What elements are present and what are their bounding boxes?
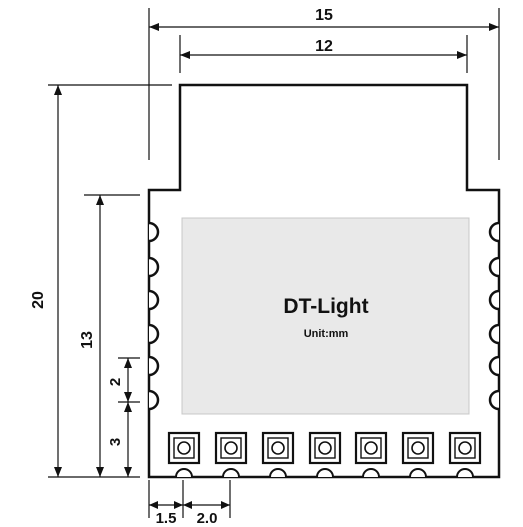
dim-inner-width-label: 12 [315, 38, 333, 55]
dim-inner-width [179, 35, 468, 73]
left-castellation [148, 289, 160, 311]
bottom-pad [214, 431, 248, 478]
left-castellation [148, 389, 160, 411]
dim-pitch-small [118, 357, 140, 477]
left-castellation [148, 256, 160, 278]
right-castellation [488, 289, 500, 311]
left-castellation [148, 323, 160, 345]
bottom-pad [401, 431, 435, 478]
bottom-pad [448, 431, 482, 478]
bottom-pad [167, 431, 201, 478]
bottom-pad [354, 431, 388, 478]
right-castellation [488, 221, 500, 243]
left-castellation [148, 221, 160, 243]
dim-label-height [84, 194, 140, 477]
dim-overall-height-label: 20 [30, 291, 47, 309]
bottom-pads [167, 431, 482, 478]
right-castellation [488, 389, 500, 411]
dim-overall-width-label: 15 [315, 7, 333, 24]
left-castellations [148, 221, 160, 411]
unit-label: Unit:mm [304, 328, 349, 340]
bottom-pad [261, 431, 295, 478]
right-castellation [488, 355, 500, 377]
right-castellation [488, 256, 500, 278]
module-label-area [181, 217, 470, 415]
dim-edge-offset-label: 1.5 [156, 510, 177, 527]
right-castellations [488, 221, 500, 411]
module-name: DT-Light [283, 295, 368, 318]
dim-pitch-small-label: 2 [107, 378, 124, 386]
dim-pad-pitch-label: 2.0 [197, 510, 218, 527]
dim-bottom-offset-label: 3 [107, 438, 124, 446]
bottom-pad [308, 431, 342, 478]
dim-overall-width [148, 8, 500, 160]
right-castellation [488, 323, 500, 345]
dim-label-height-label: 13 [79, 331, 96, 349]
left-castellation [148, 355, 160, 377]
dim-overall-height [48, 84, 172, 478]
dim-bottom-pitch [148, 480, 231, 518]
